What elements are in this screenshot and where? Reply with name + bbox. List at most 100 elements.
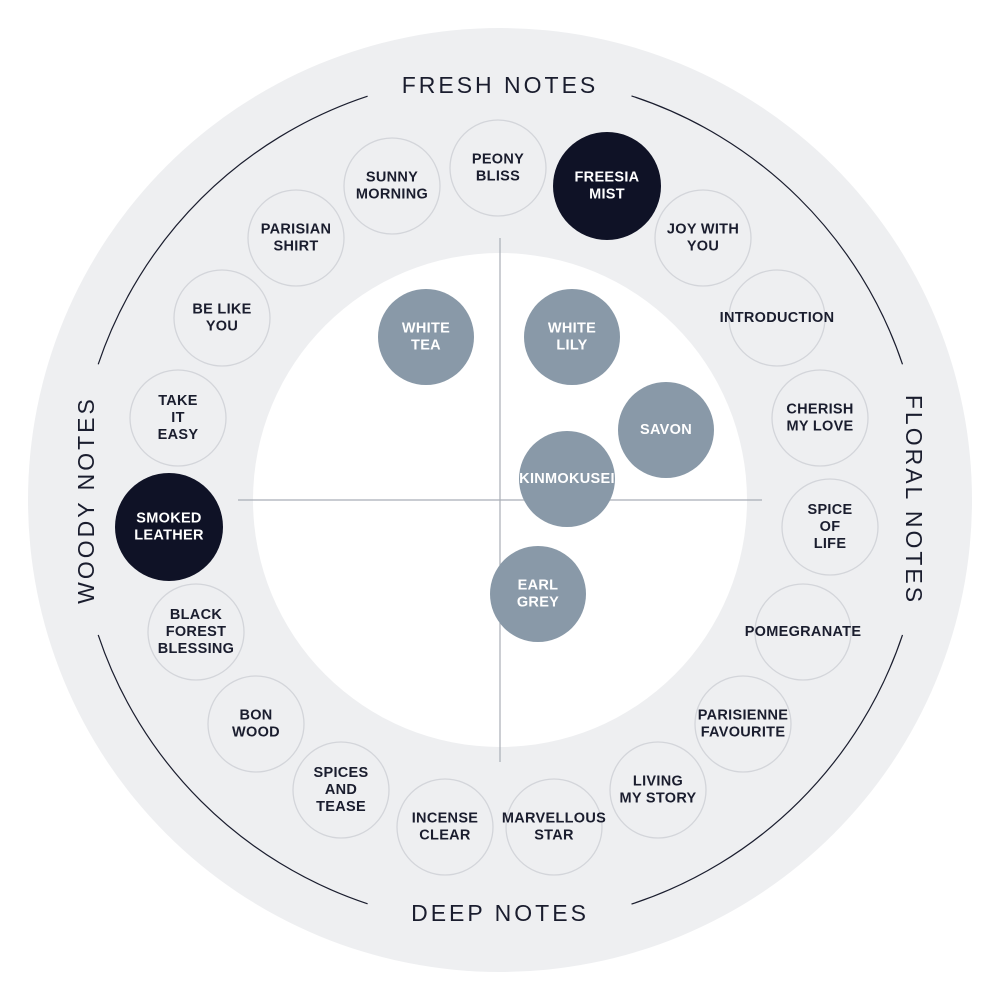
scent-circle	[490, 546, 586, 642]
scent-label: YOU	[206, 318, 238, 334]
scent-label: LIVING	[633, 773, 683, 789]
scent-label: WHITE	[548, 320, 596, 336]
scent-label: FOREST	[166, 624, 227, 640]
scent-circle	[754, 583, 852, 681]
scent-savon[interactable]: SAVON	[618, 382, 714, 478]
scent-circle	[618, 382, 714, 478]
scent-label: WOOD	[232, 724, 280, 740]
scent-label: BE LIKE	[192, 301, 251, 317]
scent-label: FREESIA	[575, 169, 640, 185]
scent-label: EARL	[518, 577, 559, 593]
scent-label: POMEGRANATE	[745, 624, 862, 640]
scent-label: TAKE	[158, 393, 198, 409]
scent-circle	[505, 778, 603, 876]
scent-label: INCENSE	[412, 810, 479, 826]
scent-label: SMOKED	[136, 510, 201, 526]
scent-circle	[292, 741, 390, 839]
scent-circle	[654, 189, 752, 287]
scent-label: LIFE	[814, 536, 847, 552]
scent-label: MARVELLOUS	[502, 810, 606, 826]
scent-circle	[396, 778, 494, 876]
scent-circle	[173, 269, 271, 367]
scent-circle	[694, 675, 792, 773]
scent-circle	[524, 289, 620, 385]
scent-label: SPICES	[314, 765, 369, 781]
scent-circle	[115, 473, 223, 581]
scent-circle	[129, 369, 227, 467]
scent-label: JOY WITH	[667, 221, 739, 237]
scent-circle	[207, 675, 305, 773]
scent-label: TEA	[411, 337, 441, 353]
scent-circle	[247, 189, 345, 287]
woody-notes-label: WOODY NOTES	[73, 396, 99, 604]
scent-circle	[147, 583, 245, 681]
scent-circle	[343, 137, 441, 235]
scent-introduction[interactable]: INTRODUCTION	[720, 269, 835, 367]
scent-label: LEATHER	[134, 527, 204, 543]
scent-kinmokusei[interactable]: KINMOKUSEI	[519, 431, 615, 527]
scent-label: BLISS	[476, 168, 520, 184]
scent-label: LILY	[556, 337, 587, 353]
scent-circle	[553, 132, 661, 240]
ring-arc	[97, 95, 368, 365]
scent-label: CLEAR	[419, 827, 471, 843]
scent-label: MIST	[589, 186, 625, 202]
scent-label: MY STORY	[619, 790, 696, 806]
scent-circle	[771, 369, 869, 467]
scent-circle	[728, 269, 826, 367]
scent-circle	[519, 431, 615, 527]
scent-circle	[378, 289, 474, 385]
scent-label: SPICE	[807, 502, 852, 518]
deep-notes-label: DEEP NOTES	[411, 900, 589, 926]
scent-label: PARISIAN	[261, 221, 332, 237]
scent-circle	[781, 478, 879, 576]
scent-circle	[609, 741, 707, 839]
scent-label: AND	[325, 782, 357, 798]
scent-label: KINMOKUSEI	[519, 471, 615, 487]
scent-label: SAVON	[640, 422, 692, 438]
scent-label: MORNING	[356, 186, 428, 202]
scent-label: WHITE	[402, 320, 450, 336]
scent-label: EASY	[158, 427, 199, 443]
floral-notes-label: FLORAL NOTES	[901, 395, 927, 605]
scent-pomegranate[interactable]: POMEGRANATE	[745, 583, 862, 681]
scent-circle	[449, 119, 547, 217]
scent-label: PEONY	[472, 151, 524, 167]
ring-arc	[631, 95, 904, 365]
scent-label: STAR	[534, 827, 574, 843]
scent-label: GREY	[517, 594, 559, 610]
scent-label: FAVOURITE	[701, 724, 786, 740]
ring-arc	[97, 634, 368, 905]
scent-label: OF	[820, 519, 841, 535]
ring-arc	[631, 634, 904, 905]
scent-label: PARISIENNE	[698, 707, 789, 723]
scent-label: MY LOVE	[786, 418, 853, 434]
scent-label: SUNNY	[366, 169, 418, 185]
fresh-notes-label: FRESH NOTES	[402, 72, 599, 98]
scent-label: INTRODUCTION	[720, 310, 835, 326]
scent-label: TEASE	[316, 799, 366, 815]
